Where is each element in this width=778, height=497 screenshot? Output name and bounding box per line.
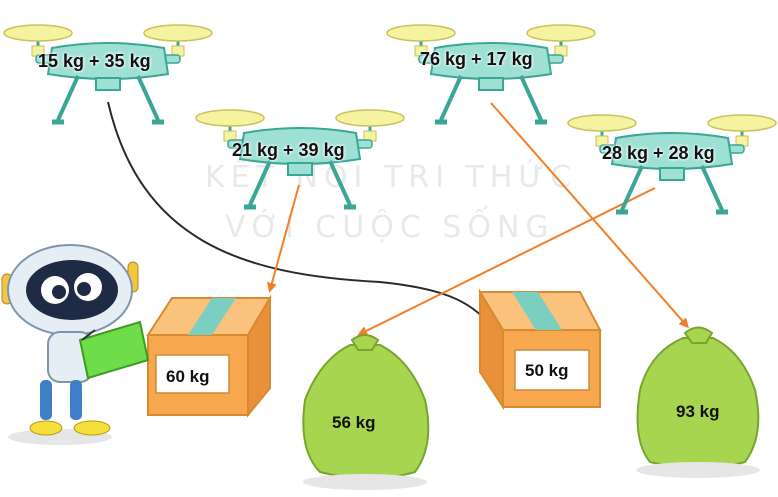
connection-arrow-d3 <box>267 184 300 293</box>
connection-arrow-d2 <box>490 102 689 329</box>
box-weight-label: 50 kg <box>525 361 569 380</box>
drone-expression-d4: 28 kg + 28 kg <box>602 143 715 163</box>
bag-icon <box>302 334 430 490</box>
robot-icon <box>1 244 139 445</box>
drone-expression-d2: 76 kg + 17 kg <box>420 49 533 69</box>
connection-line-d1 <box>107 101 491 326</box>
bag-weight-label: 56 kg <box>332 413 376 432</box>
drone-expression-d1: 15 kg + 35 kg <box>38 51 151 71</box>
bag-weight-label: 93 kg <box>676 402 720 421</box>
drone-icon <box>387 25 595 122</box>
watermark-line-2: VỚI CUỘC SỐNG <box>225 210 555 245</box>
box-icon <box>478 288 602 411</box>
bag-icon <box>636 326 760 478</box>
connection-arrow-d4 <box>357 187 656 336</box>
drone-expression-d3: 21 kg + 39 kg <box>232 140 345 160</box>
clipboard-icon <box>78 320 150 380</box>
box-weight-label: 60 kg <box>166 367 210 386</box>
box-icon <box>146 294 272 418</box>
drone-icon <box>4 25 212 122</box>
